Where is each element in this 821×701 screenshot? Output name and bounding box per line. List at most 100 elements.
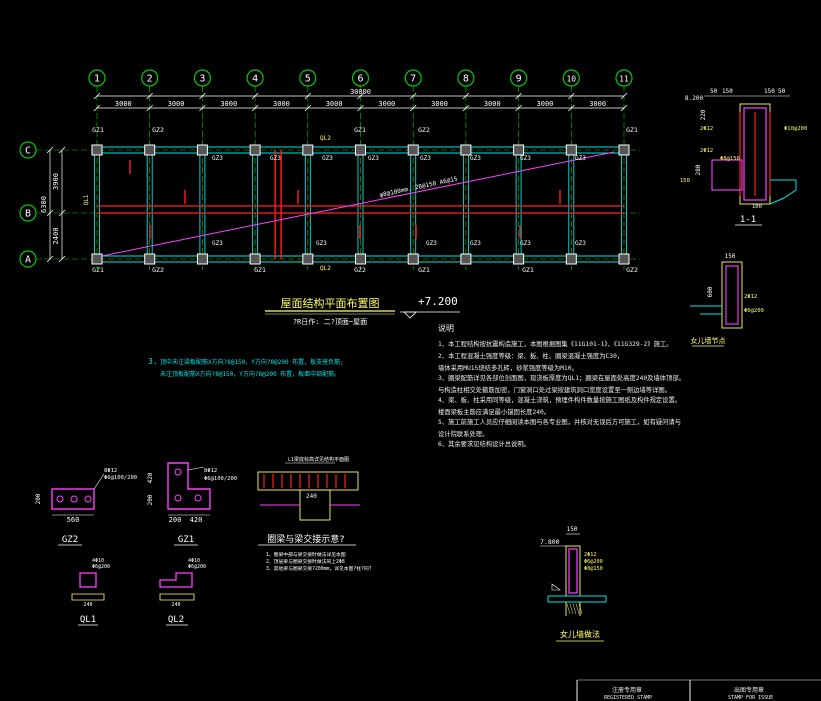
column-tag-12: GZ2 xyxy=(354,266,366,274)
gz2-label: GZ2 xyxy=(62,535,78,545)
s11-label-2phi12-b: 2Φ12 xyxy=(700,148,713,154)
side-note-line-2: 未注顶板配筋X方向?8@150，Y方向?8@200 布置，板面中部配筋。 xyxy=(160,370,340,378)
tick-5 xyxy=(357,104,364,112)
tick-s2-0 xyxy=(58,146,66,154)
slab-tag-6: GZ3 xyxy=(368,155,379,162)
gz2-width-560: 560 xyxy=(67,516,80,524)
dim-bay-2: 3000 xyxy=(168,100,185,108)
slab-tag-5: GZ3 xyxy=(322,155,333,162)
tick-s1-2 xyxy=(46,255,54,263)
beam-tag-top: QL2 xyxy=(320,135,331,142)
slab-tag-7: GZ3 xyxy=(420,155,431,162)
ql2-outline xyxy=(159,572,193,588)
tick-t-9 xyxy=(568,92,575,100)
column-tag-4: GZ1 xyxy=(626,126,638,134)
side-note-number: 3. xyxy=(148,357,158,366)
gz1-bar-2 xyxy=(194,494,202,502)
column-7-1 xyxy=(460,253,472,265)
axis-label-6: 6 xyxy=(357,74,363,85)
s11-label-elev: 8.200 xyxy=(685,95,703,102)
note-line-5: 与构造柱相交处箍筋加密，门窗洞口处过梁按建筑洞口宽度设置至一侧边墙等详图。 xyxy=(438,385,671,394)
column-7-0 xyxy=(460,144,472,156)
s11-label-220: 220 xyxy=(700,109,707,120)
dim-bay-6: 3000 xyxy=(378,100,395,108)
tick-3 xyxy=(251,104,259,112)
note-line-4: 3、圈梁配筋详见各部位剖面图，现浇板厚度为QL1；圈梁在屋面处高度240及墙体顶… xyxy=(438,373,685,382)
axis-label-9: 9 xyxy=(516,74,522,85)
issue-stamp-en: STAMP FOR ISSUE xyxy=(728,695,773,701)
ql1-base xyxy=(71,593,105,601)
gz1-leader xyxy=(187,466,205,471)
plan-subtitle: ?R日作: 二?顶面~屋面 xyxy=(293,317,367,326)
column-tag-6: GZ2 xyxy=(152,266,164,274)
gz2-outline xyxy=(51,488,95,510)
ps-title: 女儿墙做法 xyxy=(560,629,600,639)
gz2-bar-1 xyxy=(70,495,78,503)
tick-t-10 xyxy=(620,92,628,100)
int-title: 圈梁与梁交接示意? xyxy=(267,533,344,545)
diagonal-note: φ8@100mm. 28@150 A6@15 xyxy=(379,176,459,199)
column-0-1 xyxy=(91,253,103,265)
plan-title: 屋面结构平面布置图 xyxy=(281,296,380,310)
ps-elev: 7.800 xyxy=(540,538,560,546)
ql1-dim: 240 xyxy=(83,602,92,608)
gz1-height-420: 420 xyxy=(147,472,154,483)
axis-label-8: 8 xyxy=(463,74,469,85)
note-line-10: 6、其余要求见结构设计总说明。 xyxy=(438,439,530,448)
tick-7 xyxy=(462,104,470,112)
gz2-bar-2 xyxy=(84,495,92,503)
ps-hatch-2 xyxy=(572,603,577,615)
parapet-title: 女儿墙节点 xyxy=(691,336,726,345)
int-dim: 240 xyxy=(306,493,317,500)
axis-label-B: B xyxy=(25,209,31,220)
column-tag-1: GZ1 xyxy=(92,126,104,134)
column-10-0 xyxy=(618,144,630,156)
slab-tag-3: GZ3 xyxy=(270,155,281,162)
axis-label-C: C xyxy=(25,146,31,157)
slab-tag-8: GZ3 xyxy=(470,155,481,162)
slab-tag-9: GZ3 xyxy=(470,240,481,247)
int-note-1: 1、圈梁中部与梁交接时做法详见本图 xyxy=(266,551,346,558)
ql2-dim: 240 xyxy=(171,602,180,608)
axis-label-7: 7 xyxy=(410,74,416,85)
registered-stamp-en: REGISTERED STAMP xyxy=(604,695,652,701)
column-1-1 xyxy=(144,253,156,265)
slab-tag-4: GZ3 xyxy=(316,240,327,247)
ql2-spec2: Φ6@200 xyxy=(188,564,206,570)
ps-label-3: Φ8@150 xyxy=(584,566,603,572)
tick-t-0 xyxy=(93,92,101,100)
slab-tag-1: GZ3 xyxy=(212,155,223,162)
gz2-width-200: 200 xyxy=(35,493,42,504)
column-tag-8: GZ1 xyxy=(418,266,430,274)
dim-bay-4: 3000 xyxy=(273,100,290,108)
dim-bay-1: 3000 xyxy=(115,100,132,108)
gz1-width-200: 200 xyxy=(169,516,182,524)
gz1-bar-0 xyxy=(174,468,182,476)
column-4-1 xyxy=(302,253,314,265)
tick-0 xyxy=(93,104,101,112)
column-tag-10: GZ2 xyxy=(626,266,638,274)
column-5-1 xyxy=(355,253,366,265)
column-10-1 xyxy=(618,253,630,265)
axis-label-4: 4 xyxy=(252,74,258,85)
s11-beam-cage xyxy=(711,159,743,191)
dim-bay-10: 3000 xyxy=(589,100,606,108)
slab-tag-2: GZ3 xyxy=(212,240,223,247)
column-tag-7: GZ1 xyxy=(254,266,266,274)
column-2-1 xyxy=(196,253,208,265)
note-line-2: 2、本工程混凝土强度等级：梁、板、柱、圈梁混凝土强度为C30， xyxy=(438,351,623,360)
note-line-3: 墙体采用MU15烧结多孔砖，砂浆强度等级为M10。 xyxy=(438,363,578,372)
s11-dim-2: 150 xyxy=(722,88,733,95)
tick-6 xyxy=(409,104,417,112)
issue-stamp-cn: 出图专用章 xyxy=(734,686,764,694)
beam-intersection-detail: L1梁底标高详见结构平面图240圈梁与梁交接示意?1、圈梁中部与梁交接时做法详见… xyxy=(257,456,372,572)
column-5-0 xyxy=(355,144,366,156)
s11-slab xyxy=(769,179,797,205)
tick-8 xyxy=(515,104,522,112)
column-0-0 xyxy=(91,144,103,156)
ql2-spec1: 4Φ10 xyxy=(188,558,200,564)
axis-label-5: 5 xyxy=(305,74,311,85)
